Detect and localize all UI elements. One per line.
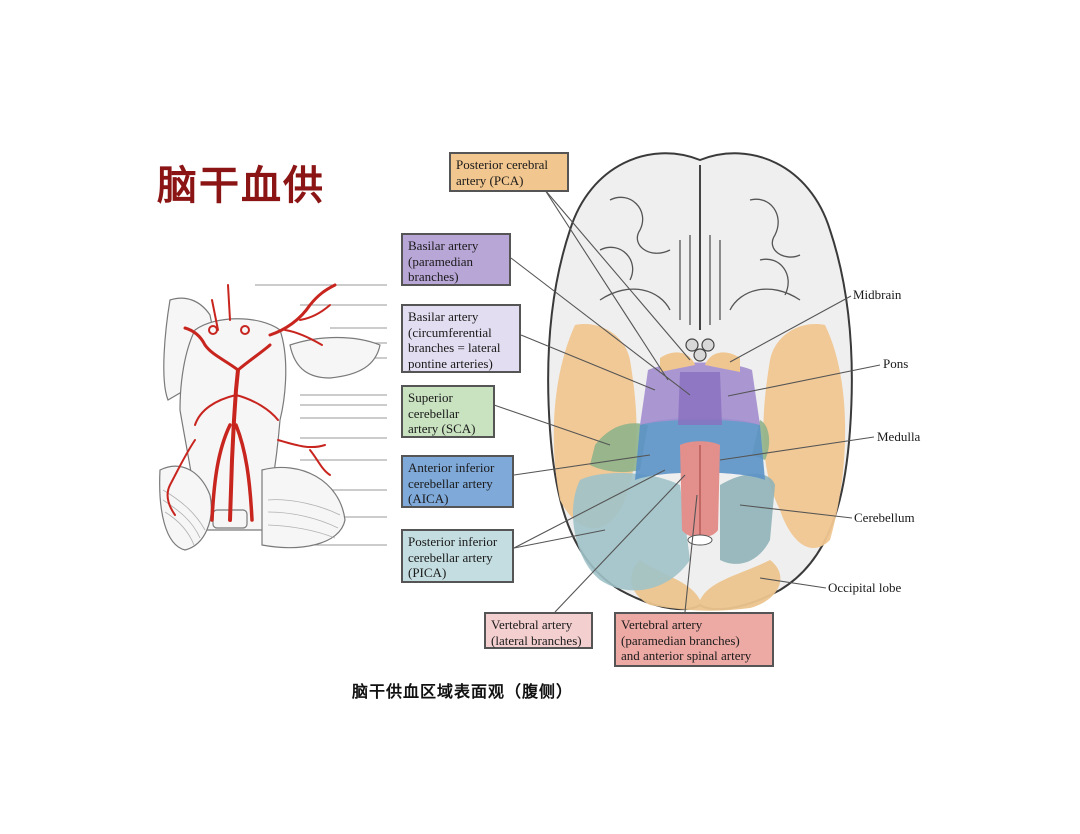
label-box-vertebral-lateral: Vertebral artery (lateral branches)	[484, 612, 593, 649]
label-box-basilar-circumferential: Basilar artery (circumferential branches…	[401, 304, 521, 373]
label-line: artery (PCA)	[456, 172, 524, 188]
label-line: Vertebral artery	[621, 617, 703, 632]
slide-title: 脑干血供	[157, 163, 325, 209]
label-box-vertebral-paramedian: Vertebral artery (paramedian branches) a…	[614, 612, 774, 667]
label-box-aica: Anterior inferior cerebellar artery (AIC…	[401, 455, 514, 508]
label-line: cerebellar artery	[408, 475, 493, 491]
label-line: (AICA)	[408, 491, 449, 506]
label-pons: Pons	[883, 356, 909, 371]
label-box-pica: Posterior inferior cerebellar artery (PI…	[401, 529, 514, 583]
label-midbrain: Midbrain	[853, 287, 902, 302]
label-line: (circumferential	[408, 324, 492, 340]
figure-caption: 脑干供血区域表面观（腹侧）	[352, 682, 574, 701]
label-line: (paramedian branches)	[621, 632, 740, 648]
label-line: Vertebral artery	[491, 617, 573, 632]
label-line: (paramedian	[408, 253, 473, 269]
label-line: branches)	[408, 269, 459, 284]
label-line: artery (SCA)	[408, 421, 476, 436]
label-line: pontine arteries)	[408, 355, 493, 371]
label-box-sca: Superior cerebellar artery (SCA)	[401, 385, 495, 438]
label-medulla: Medulla	[877, 429, 921, 444]
label-line: and anterior spinal artery	[621, 648, 752, 663]
label-cerebellum: Cerebellum	[854, 510, 915, 525]
label-line: Superior	[408, 390, 453, 405]
label-line: Basilar artery	[408, 238, 479, 253]
label-line: (PICA)	[408, 565, 447, 580]
ventral-brain-diagram	[493, 152, 881, 613]
label-line: cerebellar artery	[408, 549, 493, 565]
label-line: Anterior inferior	[408, 460, 495, 475]
label-line: Basilar artery	[408, 309, 479, 324]
label-line: Posterior cerebral	[456, 157, 549, 172]
label-box-basilar-paramedian: Basilar artery (paramedian branches)	[401, 233, 511, 286]
label-box-pca: Posterior cerebral artery (PCA)	[449, 152, 569, 192]
brainstem-artery-diagram	[159, 283, 387, 551]
label-line: Posterior inferior	[408, 534, 498, 549]
label-occipital-lobe: Occipital lobe	[828, 580, 902, 595]
label-line: branches = lateral	[408, 340, 501, 355]
label-line: (lateral branches)	[491, 632, 582, 648]
label-line: cerebellar	[408, 405, 460, 421]
